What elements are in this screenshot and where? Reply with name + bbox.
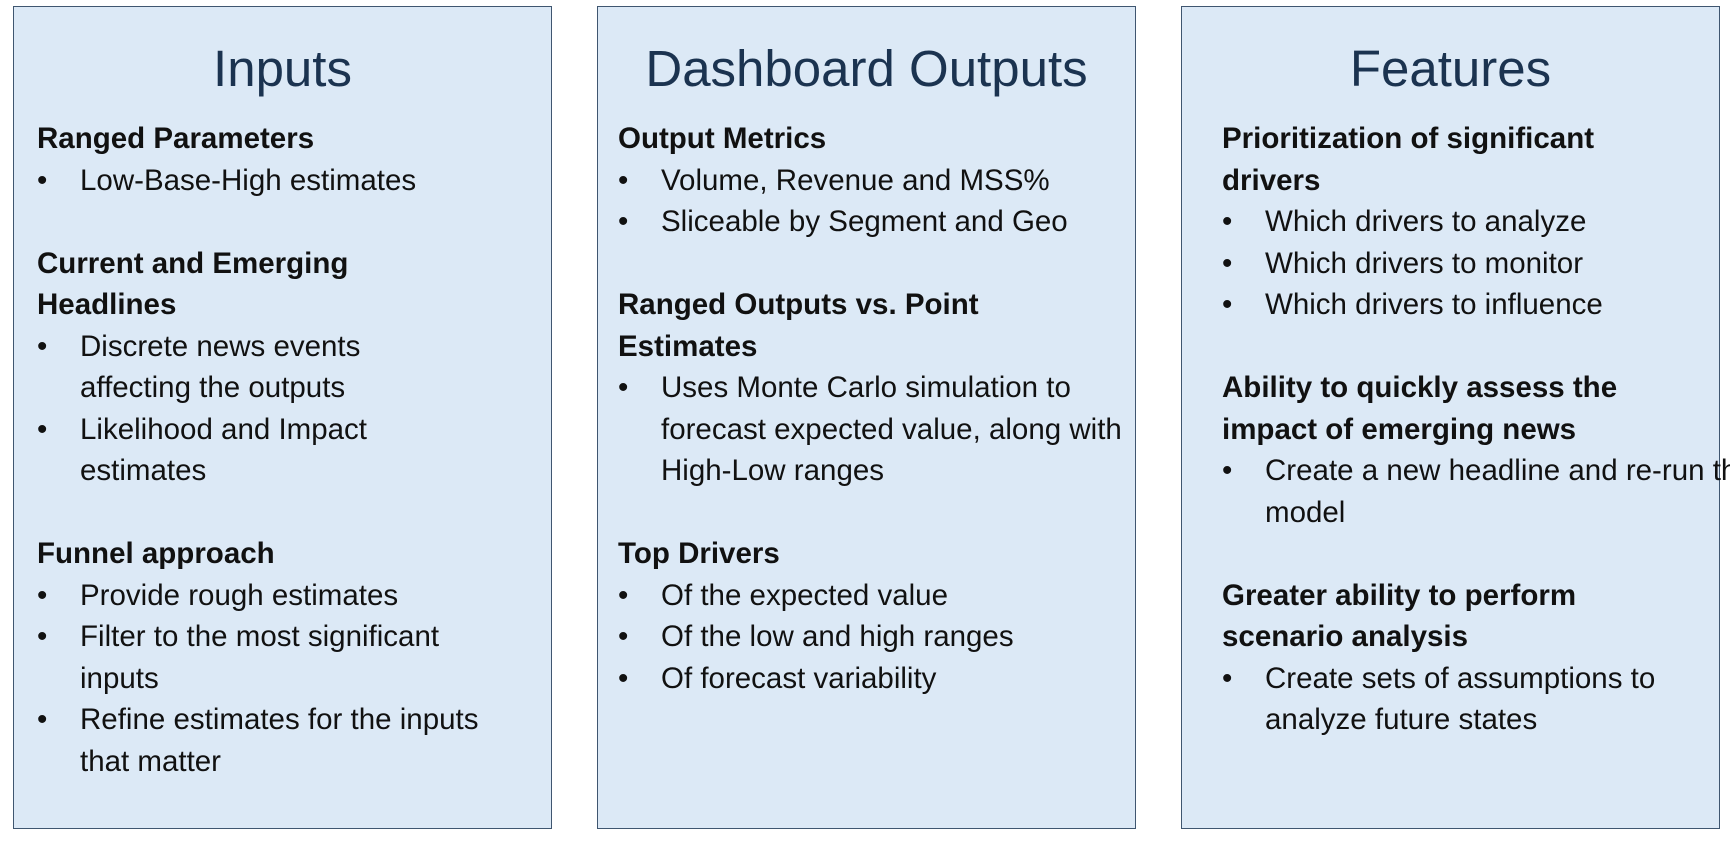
bullet-icon: • xyxy=(37,412,48,446)
bullet-list: • Volume, Revenue and MSS% • Sliceable by … xyxy=(618,160,1125,243)
section-heading: Greater ability to perform scenario anal… xyxy=(1222,578,1577,654)
bullet-list: • Low-Base-High estimates xyxy=(37,160,541,202)
features-title: Features xyxy=(1349,40,1552,97)
bullet-text: Discrete news events affecting the outpu… xyxy=(80,329,361,405)
bullet-item: • Of the low and high ranges xyxy=(618,616,1125,658)
section-heading: Ranged Parameters xyxy=(37,122,315,155)
bullet-text: Provide rough estimates xyxy=(80,578,399,612)
bullet-text: Which drivers to monitor xyxy=(1265,246,1584,280)
bullet-icon: • xyxy=(618,661,629,695)
bullet-list: • Which drivers to analyze • Which drivers… xyxy=(1222,201,1713,326)
bullet-text: Create sets of assumptions to analyze fu… xyxy=(1265,661,1656,737)
bullet-text: Volume, Revenue and MSS% xyxy=(661,163,1050,197)
bullet-text: Which drivers to analyze xyxy=(1265,205,1587,238)
bullet-text: Of the low and high ranges xyxy=(661,620,1014,653)
bullet-text: Which drivers to influence xyxy=(1265,288,1603,321)
bullet-item: • Create sets of assumptions to analyze f… xyxy=(1222,658,1730,741)
bullet-text: Uses Monte Carlo simulation to forecast … xyxy=(661,371,1122,487)
inputs-title: Inputs xyxy=(213,40,352,97)
bullet-item: • Which drivers to monitor xyxy=(1222,243,1713,285)
bullet-list: • Create sets of assumptions to analyze f… xyxy=(1222,658,1713,741)
inputs-panel: Inputs Ranged Parameters • Low-Base-High … xyxy=(13,6,552,829)
bullet-item: • Of forecast variability xyxy=(618,658,1125,700)
bullet-text: Of forecast variability xyxy=(661,661,937,695)
bullet-list: • Create a new headline and re-run the mo… xyxy=(1222,450,1730,533)
bullet-text: Filter to the most significant inputs xyxy=(80,620,440,695)
bullet-icon: • xyxy=(1222,246,1233,280)
features-body: Prioritization of significant drivers • W… xyxy=(1222,118,1730,741)
inputs-body: Ranged Parameters • Low-Base-High estimat… xyxy=(37,118,541,782)
section-scenario-analysis: Greater ability to perform scenario anal… xyxy=(1222,575,1713,741)
bullet-text: Low-Base-High estimates xyxy=(80,163,417,197)
bullet-icon: • xyxy=(618,205,629,238)
section-heading: Ability to quickly assess the impact of … xyxy=(1222,371,1618,446)
bullet-icon: • xyxy=(1222,288,1233,321)
bullet-item: • Refine estimates for the inputs that ma… xyxy=(37,699,500,782)
bullet-icon: • xyxy=(1222,205,1233,238)
bullet-icon: • xyxy=(37,703,48,736)
bullet-text: Of the expected value xyxy=(661,578,948,612)
bullet-icon: • xyxy=(618,371,629,404)
section-output-metrics: Output Metrics • Volume, Revenue and MSS%… xyxy=(618,118,1125,243)
bullet-icon: • xyxy=(37,163,48,197)
bullet-text: Likelihood and Impact estimates xyxy=(80,412,367,488)
section-current-emerging-headlines: Current and Emerging Headlines • Discrete… xyxy=(37,243,541,492)
section-assess-news: Ability to quickly assess the impact of … xyxy=(1222,367,1730,533)
bullet-item: • Provide rough estimates xyxy=(37,575,541,617)
section-heading: Current and Emerging Headlines xyxy=(37,246,349,322)
bullet-icon: • xyxy=(1222,454,1233,487)
section-top-drivers: Top Drivers • Of the expected value • Of t… xyxy=(618,533,1125,699)
section-heading: Top Drivers xyxy=(618,537,780,570)
dashboard-outputs-title: Dashboard Outputs xyxy=(645,40,1088,97)
section-heading: Funnel approach xyxy=(37,537,275,570)
bullet-item: • Volume, Revenue and MSS% xyxy=(618,160,1125,202)
bullet-item: • Sliceable by Segment and Geo xyxy=(618,201,1125,243)
bullet-icon: • xyxy=(37,329,48,363)
bullet-item: • Which drivers to analyze xyxy=(1222,201,1713,243)
section-ranged-parameters: Ranged Parameters • Low-Base-High estimat… xyxy=(37,118,541,201)
bullet-item: • Uses Monte Carlo simulation to forecast… xyxy=(618,367,1131,492)
bullet-list: • Discrete news events affecting the outp… xyxy=(37,326,541,492)
dashboard-outputs-panel: Dashboard Outputs Output Metrics • Volume… xyxy=(597,6,1136,829)
bullet-item: • Discrete news events affecting the outp… xyxy=(37,326,420,409)
section-heading: Output Metrics xyxy=(618,122,827,155)
bullet-list: • Provide rough estimates • Filter to the … xyxy=(37,575,541,783)
bullet-list: • Uses Monte Carlo simulation to forecast… xyxy=(618,367,1125,492)
section-heading: Ranged Outputs vs. Point Estimates xyxy=(618,288,979,363)
bullet-icon: • xyxy=(37,578,48,612)
bullet-item: • Which drivers to influence xyxy=(1222,284,1713,326)
bullet-icon: • xyxy=(37,620,48,653)
dashboard-outputs-body: Output Metrics • Volume, Revenue and MSS%… xyxy=(618,118,1125,699)
bullet-icon: • xyxy=(618,620,629,653)
features-panel: Features Prioritization of significant d… xyxy=(1181,6,1730,829)
bullet-item: • Of the expected value xyxy=(618,575,1125,617)
section-ranged-outputs: Ranged Outputs vs. Point Estimates • Uses… xyxy=(618,284,1125,492)
bullet-item: • Likelihood and Impact estimates xyxy=(37,409,420,492)
bullet-icon: • xyxy=(1222,661,1233,695)
bullet-icon: • xyxy=(618,163,629,197)
bullet-item: • Low-Base-High estimates xyxy=(37,160,541,202)
bullet-item: • Create a new headline and re-run the mo… xyxy=(1222,450,1730,533)
section-prioritization: Prioritization of significant drivers • W… xyxy=(1222,118,1713,326)
bullet-text: Create a new headline and re-run the mod… xyxy=(1265,454,1730,529)
bullet-item: • Filter to the most significant inputs xyxy=(37,616,500,699)
section-heading: Prioritization of significant drivers xyxy=(1222,122,1595,197)
bullet-list: • Of the expected value • Of the low and h… xyxy=(618,575,1125,700)
bullet-text: Refine estimates for the inputs that mat… xyxy=(80,703,479,778)
bullet-icon: • xyxy=(618,578,629,612)
bullet-text: Sliceable by Segment and Geo xyxy=(661,205,1068,238)
section-funnel-approach: Funnel approach • Provide rough estimates… xyxy=(37,533,541,782)
